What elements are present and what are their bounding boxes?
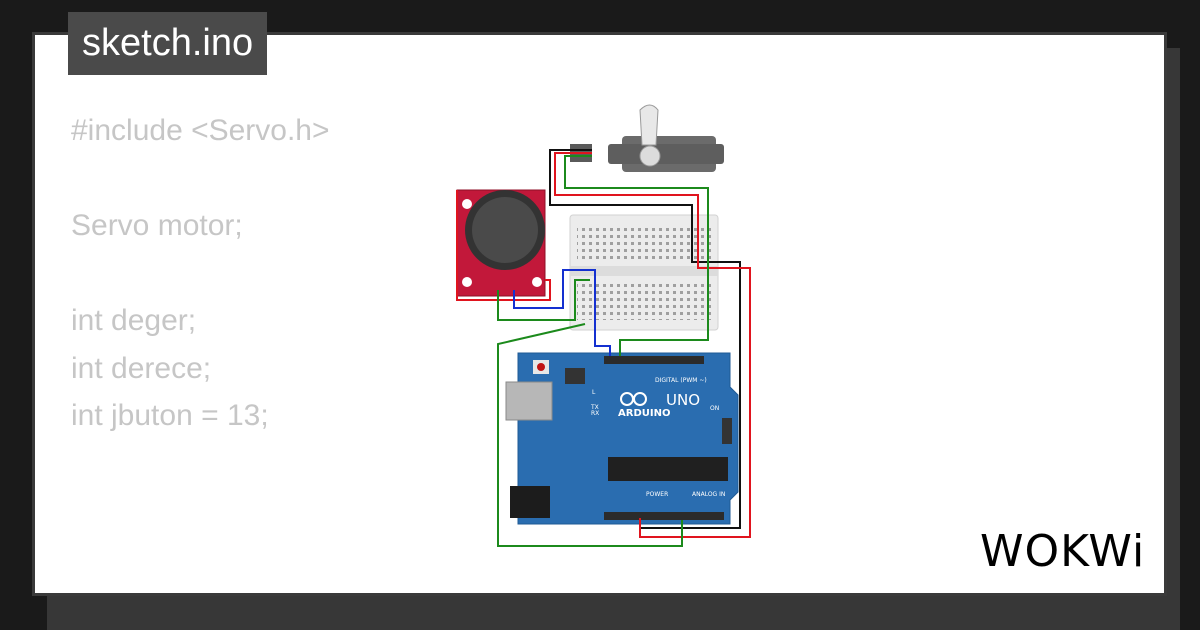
code-line: int deger;: [71, 304, 197, 337]
code-line: #include <Servo.h>: [71, 114, 330, 147]
ground-wire: [549, 149, 741, 529]
code-preview: #include <Servo.h> Servo motor; int deger;…: [71, 107, 330, 593]
analog-wire: [497, 323, 683, 547]
tx-led-label: TX: [590, 404, 599, 411]
joystick-vcc-wire: [456, 190, 551, 301]
code-line: [71, 535, 330, 583]
code-line: int derece;: [71, 351, 212, 385]
arduino-uno-icon: DIGITAL (PWM ~) ARDUINO UNO ON TX RX L P…: [505, 352, 739, 525]
code-line: [71, 487, 330, 535]
board-model-label: UNO: [666, 391, 700, 409]
servo-motor-icon: [570, 104, 724, 172]
digital-pins-label: DIGITAL (PWM ~): [655, 377, 707, 384]
arduino-brand-label: ARDUINO: [618, 408, 670, 419]
wires: [456, 149, 751, 547]
code-line: [71, 250, 330, 298]
infinity-logo-icon: [620, 392, 647, 406]
circuit-diagram: DIGITAL (PWM ~) ARDUINO UNO ON TX RX L P…: [456, 104, 751, 547]
breadboard-icon: [569, 214, 719, 331]
rx-led-label: RX: [591, 410, 599, 417]
code-line: Servo motor;: [71, 209, 243, 242]
joystick-module-icon: [456, 189, 546, 297]
l-led-label: L: [592, 389, 596, 396]
code-line: int jbuton = 13;: [71, 399, 269, 432]
code-line: [71, 440, 330, 488]
joystick-x-wire: [497, 279, 590, 321]
code-line: [71, 155, 330, 203]
signal-wire: [564, 155, 709, 356]
code-line: void setup() {: [71, 582, 330, 593]
power-pins-label: POWER: [646, 491, 668, 498]
power-wire: [554, 152, 751, 538]
joystick-y-wire: [513, 269, 611, 356]
wokwi-logo: WOKWi: [980, 526, 1146, 577]
file-title: sketch.ino: [68, 12, 268, 75]
on-led-label: ON: [710, 405, 719, 412]
analog-pins-label: ANALOG IN: [692, 491, 725, 498]
